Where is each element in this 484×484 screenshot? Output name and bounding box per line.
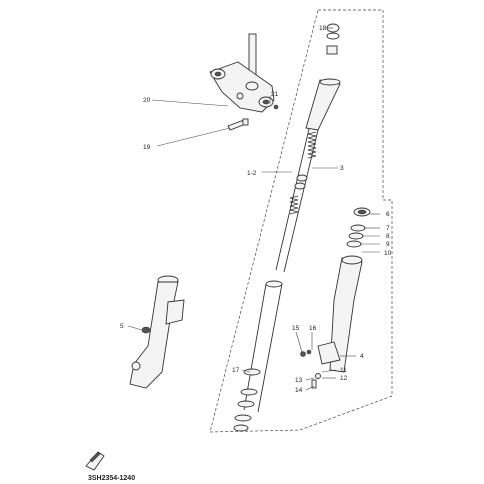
leader-lines — [127, 27, 380, 391]
pinch-bolt — [227, 118, 249, 131]
callout-7: 7 — [386, 225, 390, 232]
fork-outer-tube-left — [129, 275, 185, 389]
fork-lower-tube — [233, 280, 283, 432]
fork-spring — [289, 131, 317, 215]
callout-14: 14 — [295, 387, 303, 394]
callout-20: 20 — [143, 97, 151, 104]
callout-4: 4 — [360, 353, 364, 360]
callout-15: 15 — [292, 325, 300, 332]
fork-outer-tube — [300, 207, 371, 389]
callout-9: 9 — [386, 241, 390, 248]
callout-16: 16 — [309, 325, 317, 332]
reference-icon — [85, 451, 105, 471]
callout-13: 13 — [295, 377, 303, 384]
steering-bracket — [209, 33, 279, 113]
callout-18: 18 — [319, 25, 327, 32]
callout-12: 12 — [340, 375, 348, 382]
callout-8: 8 — [386, 233, 390, 240]
callout-3: 3 — [340, 165, 344, 172]
callout-21: 21 — [271, 91, 279, 98]
assembly-boundary — [209, 9, 393, 433]
callout-1-2: 1-2 — [247, 170, 257, 177]
fork-inner-tube — [275, 23, 341, 273]
callout-6: 6 — [386, 211, 390, 218]
callout-17: 17 — [232, 367, 240, 374]
diagram-code: 3SH2354-1240 — [88, 475, 135, 482]
callout-5: 5 — [120, 323, 124, 330]
callout-11: 11 — [340, 367, 347, 374]
callout-10: 10 — [384, 250, 392, 257]
callout-19: 19 — [143, 144, 151, 151]
